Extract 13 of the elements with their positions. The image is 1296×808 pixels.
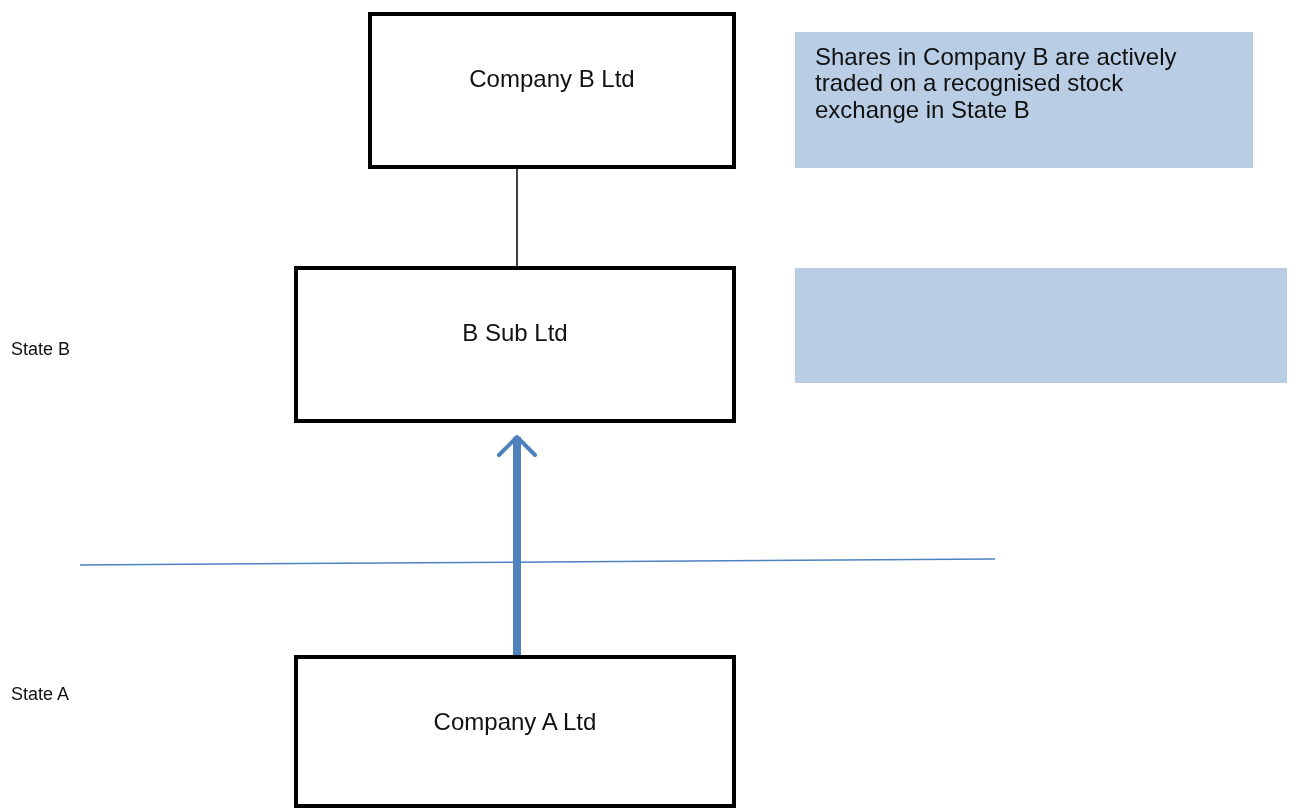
arrow	[497, 435, 537, 655]
box-text: B Sub Ltd	[462, 320, 568, 347]
box-text: Shares in Company B are actively traded on a recognised stock exchange in State B	[815, 44, 1178, 124]
region-label: State A	[11, 684, 70, 705]
box-text: Company A Ltd	[433, 709, 597, 736]
entity-box	[368, 12, 736, 169]
note-box	[795, 32, 1253, 168]
region-label: State B	[11, 339, 71, 360]
box-text: Company B Ltd	[469, 66, 635, 93]
entity-box	[294, 655, 736, 808]
connector-line	[516, 168, 518, 267]
entity-box	[294, 266, 736, 423]
empty-box	[795, 268, 1287, 383]
